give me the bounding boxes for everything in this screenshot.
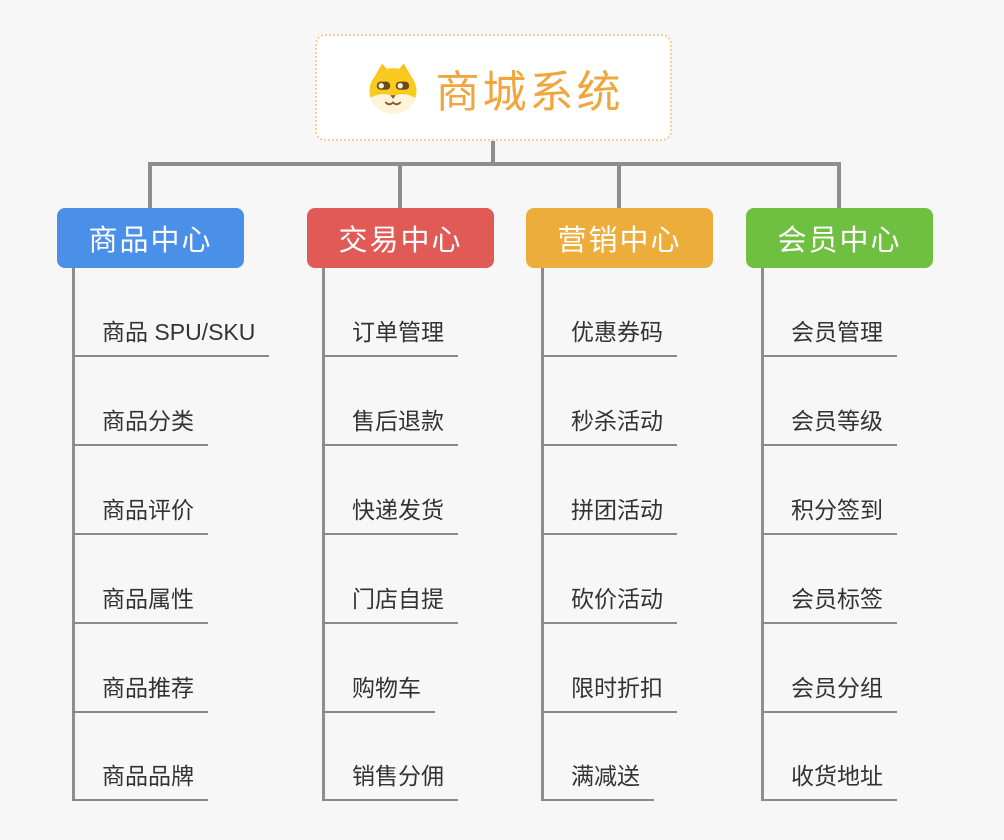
branch-node[interactable]: 交易中心 <box>307 208 494 268</box>
branch-node[interactable]: 会员中心 <box>746 208 933 268</box>
connector-branch-stub <box>837 162 841 212</box>
connector-branch-stub <box>617 162 621 212</box>
branch-trade-center: 交易中心 订单管理 售后退款 快递发货 门店自提 购物车 销售分佣 <box>307 208 542 808</box>
mindmap-item[interactable]: 购物车 <box>322 673 435 713</box>
mindmap-item[interactable]: 商品评价 <box>72 495 208 535</box>
root-title: 商城系统 <box>435 67 624 117</box>
mindmap-item[interactable]: 秒杀活动 <box>541 406 677 446</box>
mindmap-item[interactable]: 收货地址 <box>761 761 897 801</box>
connector-horizontal <box>148 162 841 166</box>
mindmap-item[interactable]: 优惠券码 <box>541 317 677 357</box>
branch-member-center: 会员中心 会员管理 会员等级 积分签到 会员标签 会员分组 收货地址 <box>746 208 981 808</box>
mindmap-item[interactable]: 商品属性 <box>72 584 208 624</box>
branch-product-center: 商品中心 商品 SPU/SKU 商品分类 商品评价 商品属性 商品推荐 商品品牌 <box>57 208 292 808</box>
mindmap-item[interactable]: 砍价活动 <box>541 584 677 624</box>
mindmap-item[interactable]: 售后退款 <box>322 406 458 446</box>
mindmap-item[interactable]: 会员分组 <box>761 673 897 713</box>
mindmap-item[interactable]: 商品品牌 <box>72 761 208 801</box>
mindmap-item[interactable]: 订单管理 <box>322 317 458 357</box>
connector-branch-stub <box>398 162 402 212</box>
mindmap-item[interactable]: 快递发货 <box>322 495 458 535</box>
mindmap-item[interactable]: 会员等级 <box>761 406 897 446</box>
root-node[interactable]: 商城系统 <box>315 34 672 141</box>
mindmap-item[interactable]: 积分签到 <box>761 495 897 535</box>
mindmap-item[interactable]: 限时折扣 <box>541 673 677 713</box>
branch-node[interactable]: 营销中心 <box>526 208 713 268</box>
dog-face-icon <box>369 63 416 113</box>
branch-marketing-center: 营销中心 优惠券码 秒杀活动 拼团活动 砍价活动 限时折扣 满减送 <box>526 208 761 808</box>
mindmap-item[interactable]: 会员管理 <box>761 317 897 357</box>
connector-root-stub <box>491 140 495 166</box>
mindmap-item[interactable]: 门店自提 <box>322 584 458 624</box>
mindmap-item[interactable]: 销售分佣 <box>322 761 458 801</box>
mindmap-item[interactable]: 会员标签 <box>761 584 897 624</box>
mindmap-item[interactable]: 商品分类 <box>72 406 208 446</box>
branch-node[interactable]: 商品中心 <box>57 208 244 268</box>
connector-branch-stub <box>148 162 152 212</box>
mindmap-item[interactable]: 满减送 <box>541 761 654 801</box>
mindmap-item[interactable]: 商品推荐 <box>72 673 208 713</box>
mindmap-item[interactable]: 商品 SPU/SKU <box>72 317 270 357</box>
mindmap-item[interactable]: 拼团活动 <box>541 495 677 535</box>
